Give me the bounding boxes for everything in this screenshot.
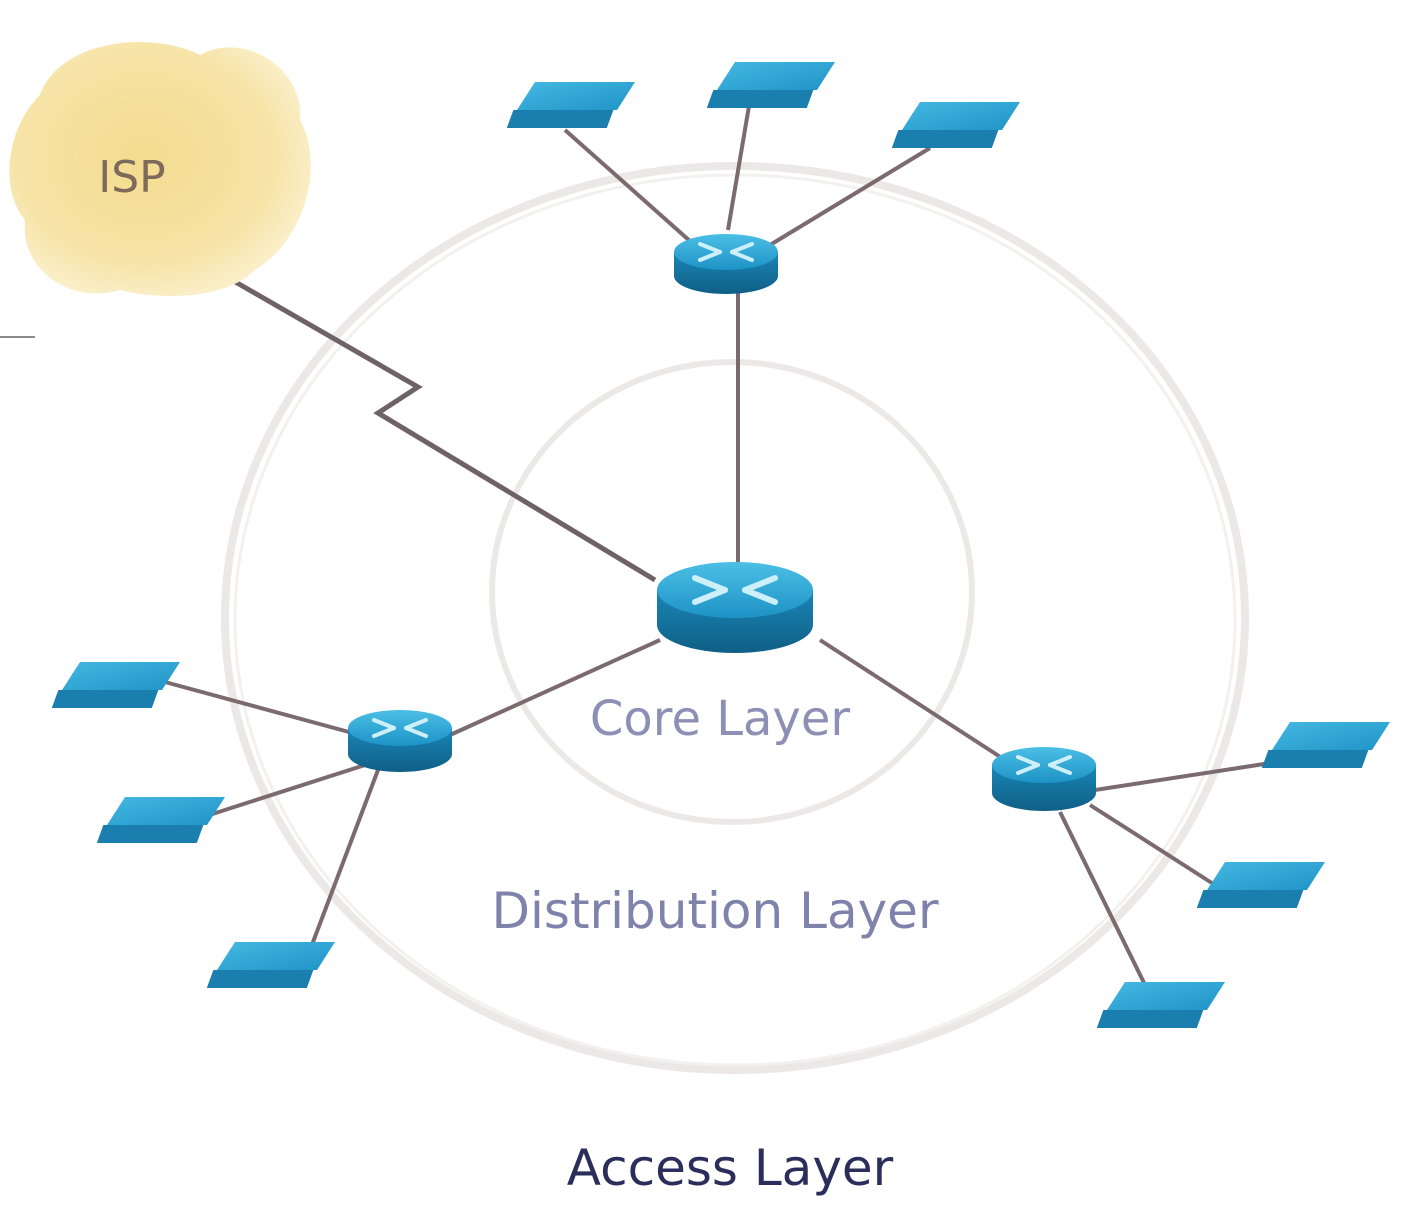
router-arrows-icon (698, 242, 754, 262)
access-switch[interactable] (51, 662, 180, 708)
link-top-access-2 (726, 99, 752, 231)
switch-top (62, 662, 180, 690)
access-switch[interactable] (1261, 722, 1390, 768)
switch-top (217, 942, 335, 970)
dist-router-right[interactable] (992, 747, 1096, 811)
access-switch[interactable] (1196, 862, 1325, 908)
links (164, 99, 1291, 996)
access-switch[interactable] (706, 62, 835, 108)
link-left-dist-core (449, 638, 661, 737)
link-top-access-3 (768, 146, 932, 247)
distribution-layer-label: Distribution Layer (492, 882, 939, 940)
router-arrows-icon (372, 718, 428, 738)
router-top (348, 710, 452, 746)
switch-side (1196, 890, 1304, 908)
access-switch[interactable] (206, 942, 335, 988)
access-switch[interactable] (506, 82, 635, 128)
switch-side (51, 690, 159, 708)
dist-router-top[interactable] (674, 234, 778, 294)
switch-top (902, 102, 1020, 130)
access-switches (51, 62, 1390, 1028)
access-layer-ring (221, 162, 1249, 1074)
switch-side (891, 130, 999, 148)
core-layer-label: Core Layer (590, 691, 850, 747)
access-switch[interactable] (891, 102, 1020, 148)
switch-top (717, 62, 835, 90)
wan-link (230, 277, 657, 583)
switch-side (1096, 1010, 1204, 1028)
router-top (674, 234, 778, 270)
router-arrows-icon (1016, 755, 1072, 775)
switch-side (1261, 750, 1369, 768)
router-top (992, 747, 1096, 783)
link-right-access-2 (1088, 803, 1217, 887)
switch-top (517, 82, 635, 110)
switch-top (1107, 982, 1225, 1010)
link-top-access-1 (563, 128, 702, 252)
access-switch[interactable] (1096, 982, 1225, 1028)
switch-side (706, 90, 814, 108)
switch-side (206, 970, 314, 988)
switch-side (96, 825, 204, 843)
dist-router-left[interactable] (348, 710, 452, 772)
link-left-access-2 (199, 763, 366, 820)
router-arrows-icon (692, 575, 778, 605)
access-layer-label: Access Layer (567, 1139, 894, 1197)
isp-cloud: ISP (9, 42, 311, 296)
core-router[interactable] (657, 562, 813, 653)
isp-label: ISP (98, 152, 165, 203)
access-switch[interactable] (96, 797, 225, 843)
switch-top (1272, 722, 1390, 750)
switch-top (1207, 862, 1325, 890)
link-left-access-1 (164, 680, 361, 737)
switch-top (107, 797, 225, 825)
link-right-dist-core (818, 638, 1007, 762)
distribution-layer-ring (233, 173, 1237, 1067)
core-router-top (657, 562, 813, 618)
core-layer-ring (489, 359, 975, 825)
link-right-access-3 (1058, 811, 1152, 996)
switch-side (506, 110, 614, 128)
link-right-access-1 (1094, 758, 1291, 792)
link-left-access-3 (308, 769, 380, 951)
isp-cloud-shape (9, 42, 311, 296)
